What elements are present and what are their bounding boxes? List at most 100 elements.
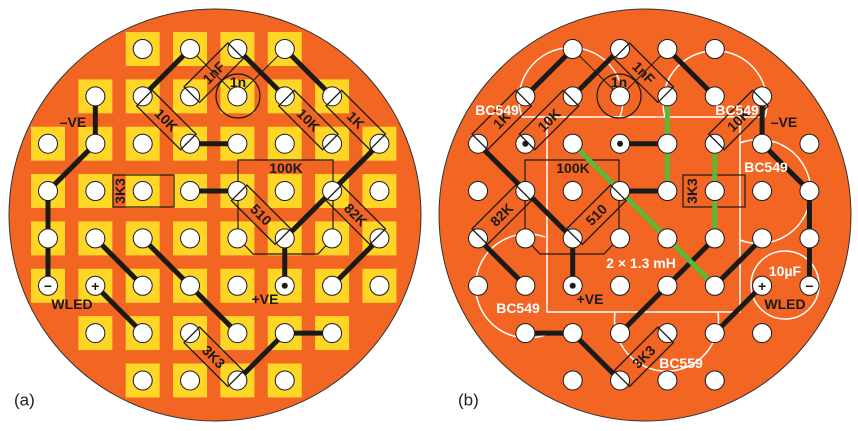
minus-icon: −: [44, 278, 52, 294]
hole: [657, 275, 678, 296]
label-side-res-b: 3K3: [684, 178, 700, 204]
hole: [752, 275, 773, 296]
hole: [704, 228, 725, 249]
wire-link: [712, 236, 764, 288]
label-pos-b: +VE: [577, 291, 604, 307]
label-q4: BC549: [496, 300, 540, 316]
inductor-link: [570, 141, 717, 288]
label-pos-a: +VE: [252, 291, 279, 307]
hole: [657, 86, 678, 107]
hole: [799, 228, 820, 249]
resistor-body: [183, 42, 245, 104]
hole: [704, 370, 725, 391]
wire-link: [235, 331, 287, 383]
hole: [180, 39, 201, 59]
hole: [468, 133, 488, 154]
hole: [322, 133, 343, 154]
hole: [515, 323, 536, 344]
capacitor-outline: [596, 73, 642, 119]
hole: [468, 275, 488, 296]
resistor-body: [707, 89, 770, 151]
plus-icon: +: [91, 278, 99, 294]
hole: [38, 181, 58, 202]
resistor-body: [230, 184, 292, 246]
hole: [562, 228, 583, 249]
wire-link: [665, 47, 717, 99]
hole: [610, 39, 631, 59]
wire-link: [93, 283, 145, 335]
resistor-body: [183, 326, 245, 388]
hole: [180, 370, 201, 391]
hole: [704, 86, 725, 107]
label-cap-b: 1n: [611, 74, 627, 90]
label-pot-a: 100K: [269, 160, 302, 176]
hole: [657, 370, 678, 391]
hole: [657, 181, 678, 202]
hole: [85, 323, 106, 344]
resistor-body: [277, 89, 340, 151]
label-neg-a: –VE: [60, 114, 86, 130]
hole: [610, 228, 631, 249]
wire-link: [570, 331, 622, 383]
hole: [132, 133, 153, 154]
hole: [704, 39, 725, 59]
hole: [657, 39, 678, 59]
hole: [227, 39, 248, 59]
hole: [610, 323, 631, 344]
hole: [610, 86, 631, 107]
hole: [704, 275, 725, 296]
lead-wire: [189, 48, 238, 97]
hole: [704, 181, 725, 202]
hole: [562, 181, 583, 202]
hole: [799, 275, 820, 296]
hole: [562, 133, 583, 154]
hole: [132, 86, 153, 107]
hole: [274, 86, 295, 107]
hole: [38, 133, 58, 154]
label-pot-b: 100K: [556, 160, 589, 176]
hole: [132, 370, 153, 391]
hole: [180, 86, 201, 107]
hole: [132, 275, 153, 296]
label-q5: BC559: [659, 355, 703, 371]
wire-link: [282, 47, 334, 99]
hole: [322, 275, 343, 296]
resistor-body: [613, 42, 675, 104]
resistor-body: [471, 89, 533, 151]
wire-link: [93, 236, 145, 288]
minus-icon: −: [805, 278, 813, 294]
wire-link: [140, 47, 192, 99]
holes-b: −+: [468, 39, 820, 391]
hole: [38, 275, 58, 296]
capacitor-outline: [215, 73, 261, 119]
hole: [180, 228, 201, 249]
plus-icon: +: [758, 278, 766, 294]
hole: [799, 133, 820, 154]
label-wled-b: WLED: [764, 296, 805, 312]
hole: [180, 275, 201, 296]
hole: [752, 323, 773, 344]
resistor-body: [613, 326, 675, 388]
hole: [132, 323, 153, 344]
hole: [515, 86, 536, 107]
hole: [38, 228, 58, 249]
hole: [227, 86, 248, 107]
resistor-outline: [112, 174, 175, 208]
hole: [799, 181, 820, 202]
resistor-body: [518, 89, 580, 151]
wire-link: [476, 236, 528, 288]
wire-link: [46, 141, 98, 193]
hole: [515, 181, 536, 202]
hole: [752, 133, 773, 154]
hole: [468, 181, 488, 202]
hole: [562, 370, 583, 391]
label-inductor: 2 × 1.3 mH: [606, 255, 676, 271]
label-q1: BC549: [475, 102, 519, 118]
hole: [610, 275, 631, 296]
caption-a: (a): [14, 391, 35, 410]
label-side-res-a: 3K3: [112, 178, 128, 204]
hole: [85, 181, 106, 202]
dot-marker: [617, 140, 624, 147]
